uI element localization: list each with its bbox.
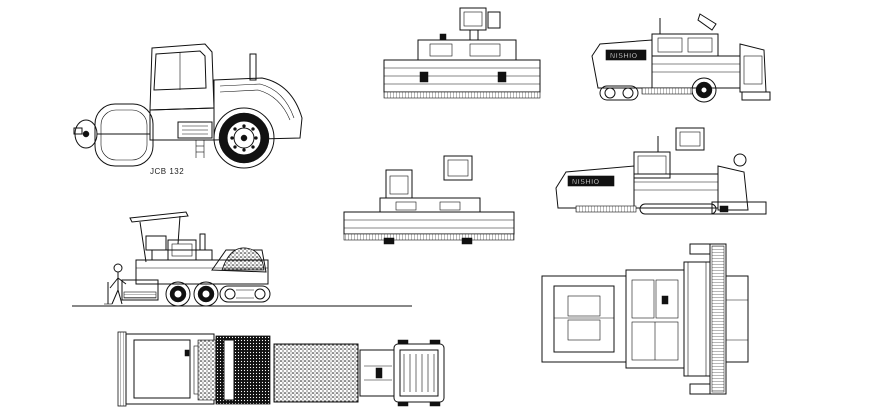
paver-logo-top: NISHIO (610, 53, 638, 60)
nishio-paver-side-view-top: NISHIO (591, 13, 771, 103)
roller-model-label: JCB 132 (150, 167, 184, 176)
paver-plan-view-right (541, 243, 749, 395)
paver-logo-middle: NISHIO (572, 179, 600, 186)
asphalt-paver-plan-view (117, 331, 445, 407)
road-roller-side-view: JCB 132 (73, 43, 303, 176)
nishio-paver-side-view-middle: NISHIO (555, 127, 767, 215)
asphalt-paver-side-view (72, 211, 412, 307)
paver-front-view-middle (343, 155, 515, 245)
paver-front-view-top (383, 7, 541, 99)
